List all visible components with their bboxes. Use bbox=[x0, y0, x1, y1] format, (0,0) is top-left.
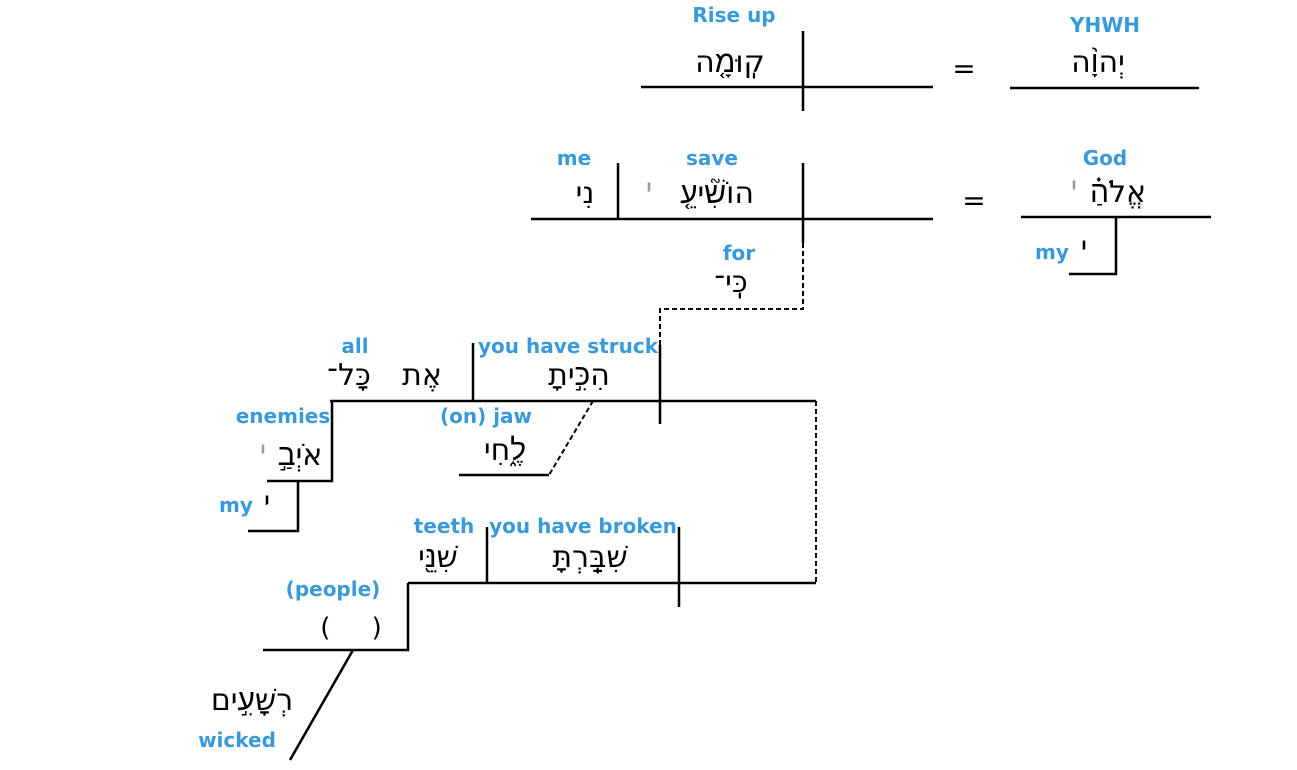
modifier-line-my-god bbox=[1069, 217, 1118, 276]
hebrew-save: הוֹשִׁ֘יעֵ֤ bbox=[680, 176, 754, 211]
hebrew-teeth: שִׁנֵּ֖י bbox=[418, 540, 458, 575]
gloss-on-jaw: (on) jaw bbox=[440, 404, 532, 428]
hebrew-me: נִי bbox=[576, 176, 595, 211]
gloss-people: (people) bbox=[286, 577, 381, 601]
conjunction-for: for כִּֽי־ bbox=[659, 241, 804, 345]
gloss-you-have-broken: you have broken bbox=[489, 514, 677, 538]
gloss-me: me bbox=[557, 146, 591, 170]
gloss-yhwh: YHWH bbox=[1069, 13, 1140, 37]
gloss-for: for bbox=[723, 241, 755, 265]
hebrew-for: כִּֽי־ bbox=[714, 265, 747, 300]
gloss-enemies: enemies bbox=[236, 404, 331, 428]
gloss-my-enemies: my bbox=[219, 493, 253, 517]
conjunction-connector bbox=[659, 243, 804, 345]
hebrew-enemies-suffix: י bbox=[260, 434, 266, 467]
clause-3: you have struck הִכִּ֣יתָ all אֶת כָּל־ … bbox=[219, 334, 816, 533]
equals-sign-1: = bbox=[952, 52, 975, 85]
gloss-rise-up: Rise up bbox=[692, 3, 775, 27]
hebrew-yhwh: יְהוָ֨ה bbox=[1071, 45, 1125, 80]
clause-4: you have broken שִׁבַּֽרְתָּ teeth שִׁנֵ… bbox=[198, 514, 816, 761]
gloss-my-god: my bbox=[1035, 240, 1069, 264]
hebrew-enemies: אֹיְבַ֣ bbox=[278, 438, 323, 473]
gloss-god: God bbox=[1083, 146, 1127, 170]
hebrew-my-god: י bbox=[1081, 230, 1087, 263]
hebrew-god: אֱלֹהַ֗ bbox=[1090, 175, 1146, 210]
hebrew-on-jaw: לֶ֑חִי bbox=[484, 433, 526, 468]
implied-word-parens: ( ) bbox=[320, 613, 382, 643]
step-line-enemies bbox=[267, 401, 334, 483]
hebrew-you-have-struck: הִכִּ֣יתָ bbox=[548, 358, 610, 393]
hebrew-god-suffix: י bbox=[1071, 170, 1077, 203]
hebrew-all: כָּל־ bbox=[327, 358, 371, 393]
hebrew-et-marker: אֶת bbox=[402, 358, 442, 393]
prep-connector-jaw bbox=[548, 400, 594, 476]
hebrew-wicked: רְשָׁעִ֣ים bbox=[211, 683, 293, 718]
equals-sign-2: = bbox=[962, 184, 985, 217]
hebrew-you-have-broken: שִׁבַּֽרְתָּ bbox=[552, 540, 628, 575]
gloss-wicked: wicked bbox=[198, 728, 276, 752]
gloss-you-have-struck: you have struck bbox=[478, 334, 659, 358]
hebrew-save-suffix: י bbox=[646, 172, 652, 205]
gloss-all: all bbox=[341, 334, 368, 358]
hebrew-rise-up: קֽוּמָ֤ה bbox=[695, 45, 765, 80]
modifier-line-my-enemies bbox=[248, 481, 300, 533]
gloss-teeth: teeth bbox=[414, 514, 475, 538]
step-line-people bbox=[263, 583, 410, 652]
clause-2: me נִי save הוֹשִׁ֘יעֵ֤ י = God אֱלֹהַ֗ … bbox=[531, 146, 1211, 276]
modifier-line-wicked bbox=[288, 649, 355, 761]
hebrew-my-enemies: י bbox=[264, 485, 270, 518]
compound-predicate-connector bbox=[679, 401, 817, 584]
gloss-save: save bbox=[686, 146, 738, 170]
clause-1: Rise up קֽוּמָ֤ה = YHWH יְהוָ֨ה bbox=[641, 3, 1199, 111]
